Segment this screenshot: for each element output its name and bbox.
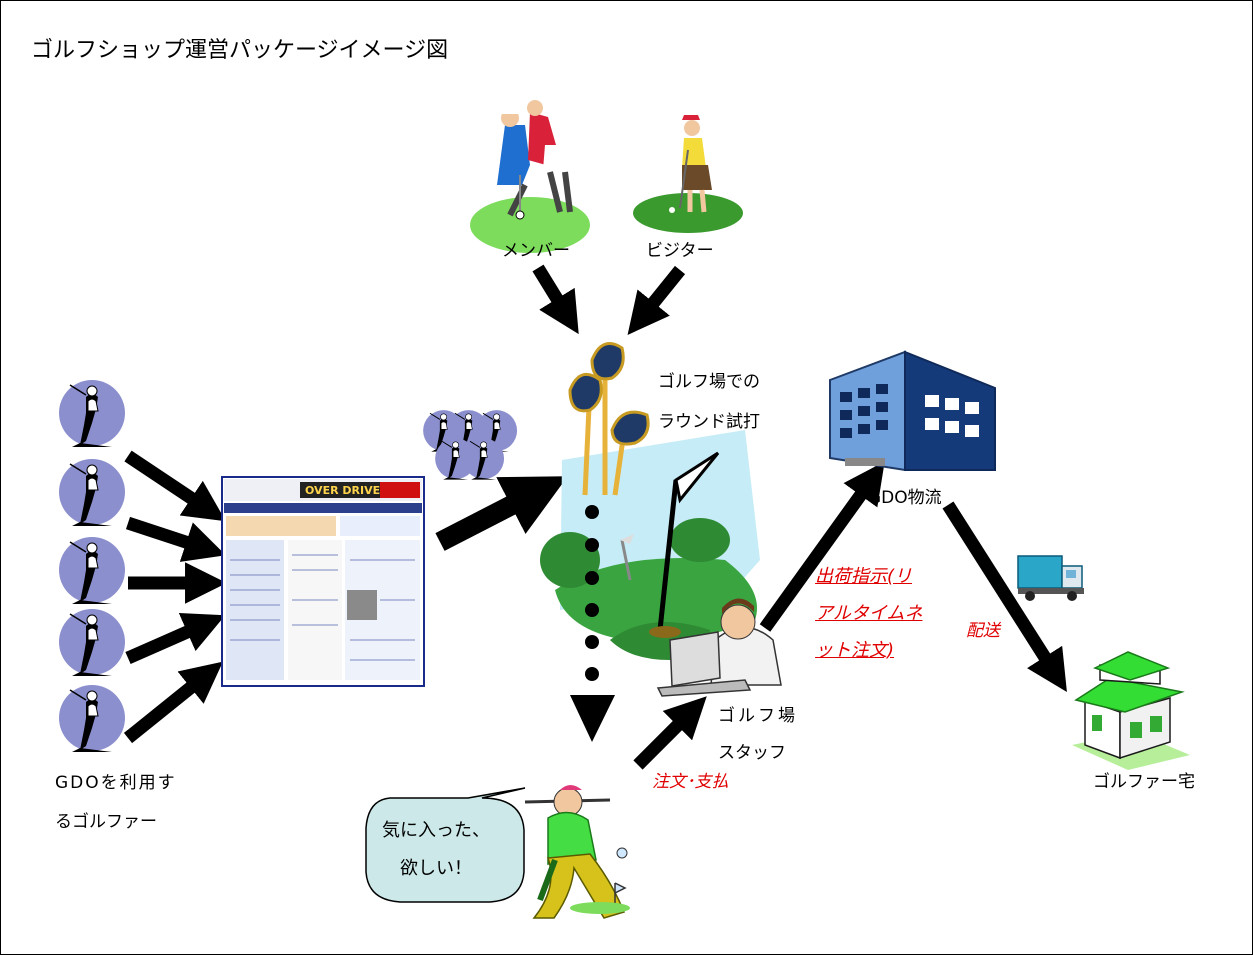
arrow-member-to-course: [532, 264, 579, 335]
office-building-icon: [829, 350, 996, 472]
arrow-site-to-course: [435, 476, 568, 551]
arrow-staff-to-logistics: [759, 461, 885, 632]
speech-bubble: [365, 787, 526, 903]
page-title: ゴルフショップ運営パッケージイメージ図: [31, 38, 449, 63]
arrows-golfers-to-site: [123, 450, 227, 744]
visitor-label: ビジター: [646, 241, 714, 261]
shipment-label-line1: 出荷指示(リ: [815, 566, 913, 587]
arrow-logistics-to-home: [942, 501, 1067, 693]
home-label: ゴルファー宅: [1093, 772, 1195, 792]
delivery-truck-icon: [1017, 555, 1084, 601]
member-label: メンバー: [502, 241, 570, 261]
golfers-label-line2: るゴルファー: [55, 812, 157, 832]
golfers-label-line1: GDOを利用す: [55, 773, 177, 793]
logistics-label: GDO物流: [868, 488, 942, 508]
swinging-golfer-icon: [524, 785, 630, 919]
staff-label-line1: ゴルフ場: [718, 706, 798, 726]
delivery-label: 配送: [966, 621, 1000, 641]
shipment-label-line2: アルタイムネ: [815, 603, 923, 624]
order-payment-label: 注文･支払: [652, 772, 729, 792]
staff-laptop-icon: [656, 598, 782, 697]
shipment-label-line3: ット注文): [815, 640, 895, 661]
bubble-line2: 欲しい！: [400, 858, 472, 879]
gdo-website-icon: OVER DRIVE: [221, 476, 425, 687]
arrow-visitor-to-course: [627, 265, 686, 335]
house-icon: [1072, 651, 1190, 770]
dotted-path: [585, 505, 599, 681]
website-banner: OVER DRIVE: [305, 484, 380, 497]
trial-label-line1: ゴルフ場での: [658, 372, 760, 392]
putting-golfer-icon: [633, 115, 743, 233]
golf-lesson-icon: [470, 100, 590, 253]
arrow-golfer-to-staff: [633, 696, 707, 770]
golfer-silhouette-icon: [58, 379, 126, 753]
trial-label-line2: ラウンド試打: [658, 412, 760, 432]
speech-bubble-text: 気に入った、 欲しい！: [372, 812, 500, 888]
bubble-line1: 気に入った、: [382, 820, 490, 841]
golfer-group-icon: [422, 409, 518, 481]
staff-label-line2: スタッフ: [718, 743, 786, 763]
golf-clubs-icon: [568, 342, 650, 496]
arrow-down-to-golfer: [570, 695, 615, 742]
